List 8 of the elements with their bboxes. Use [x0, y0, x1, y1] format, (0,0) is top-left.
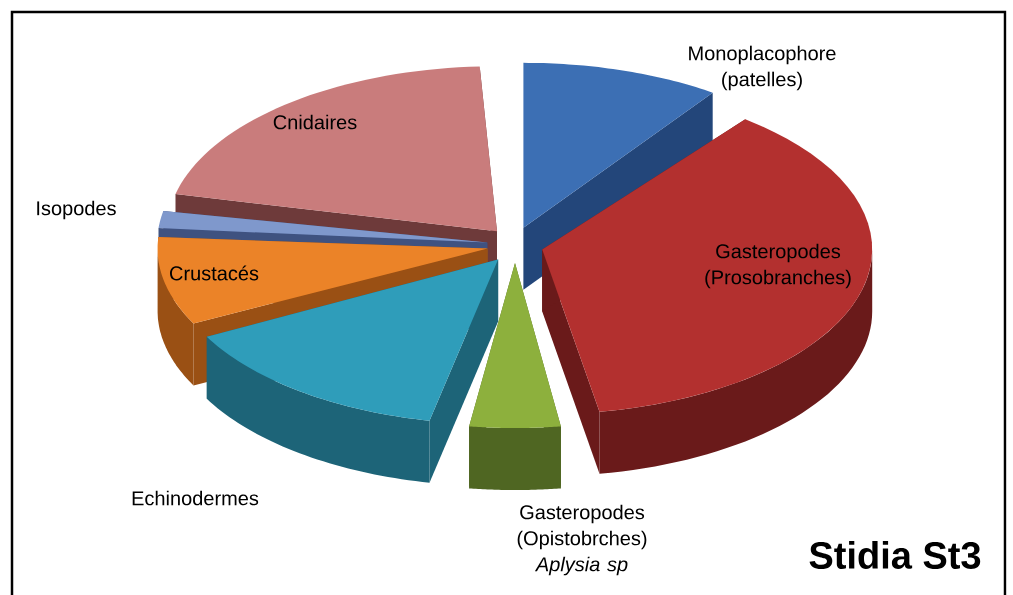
slice-label: Echinodermes — [132, 490, 259, 506]
slice-label: Gasteropodes (Opistobrches) Aplysia sp — [517, 504, 647, 576]
slice-label: Crustacés — [170, 265, 259, 281]
slice-label: Cnidaires — [273, 114, 357, 130]
slice-label: Isopodes — [37, 200, 116, 220]
slice-label: Gasteropodes (Prosobranches) — [705, 243, 851, 289]
chart-title: Stidia St3 — [809, 541, 981, 569]
slice-label: Monoplacophore (patelles) — [689, 45, 836, 91]
